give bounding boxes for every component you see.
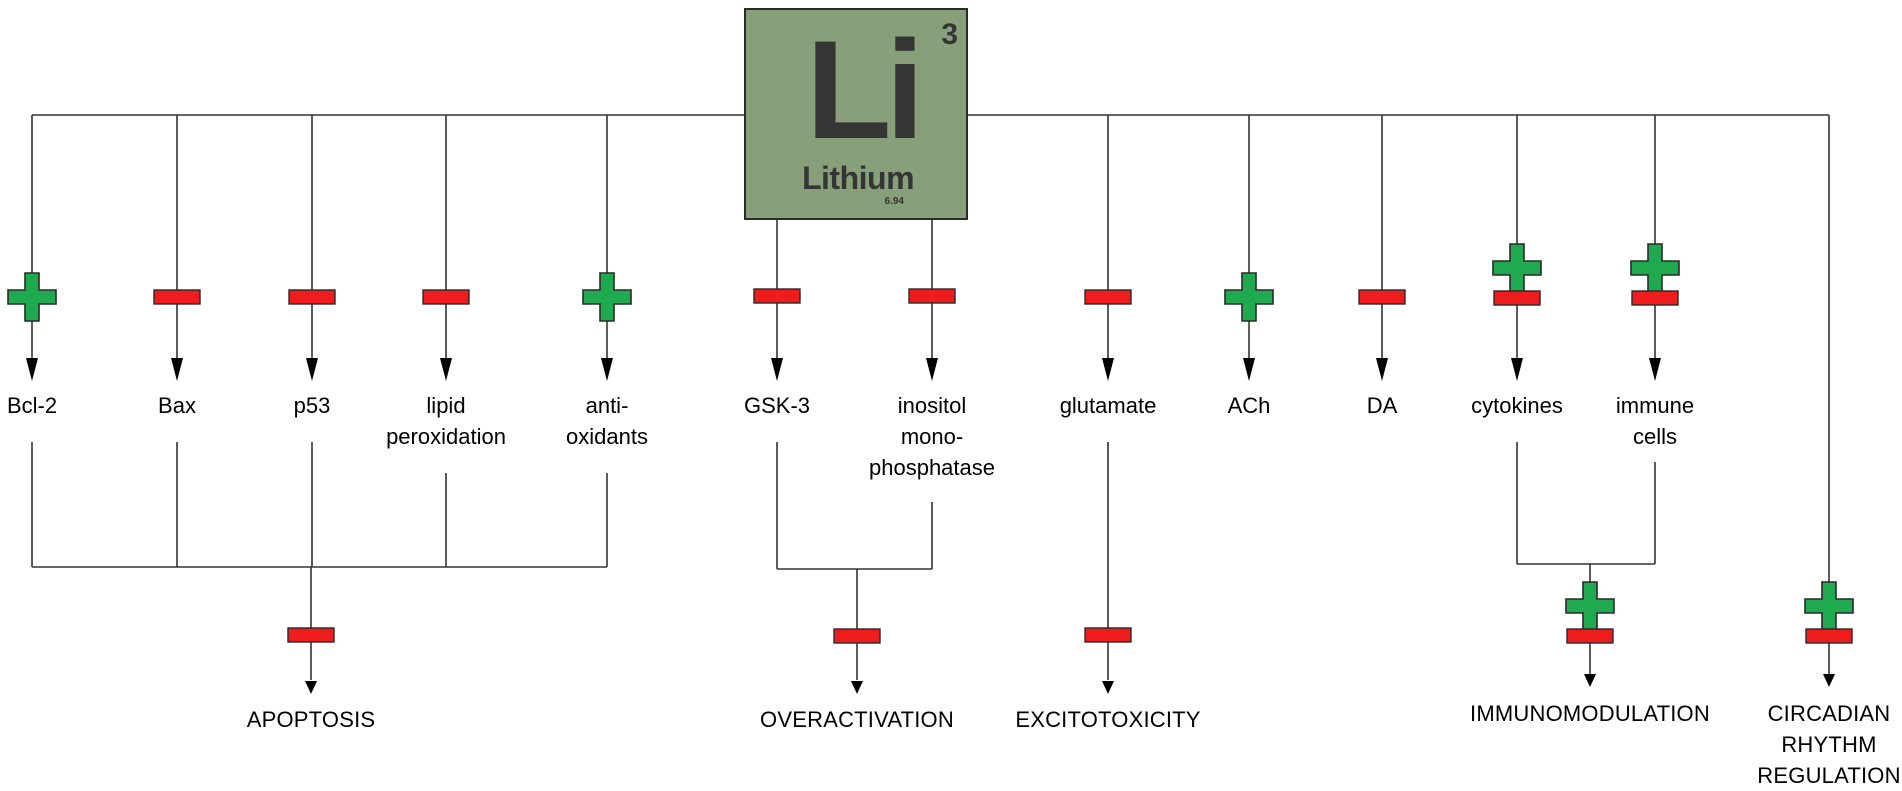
effect-bcl2-increase [7,272,57,322]
arrowhead-overactivation [851,681,863,694]
arrowhead-apoptosis [305,681,317,694]
target-label-inositol-monophosphatase: inositol mono- phosphatase [869,393,995,480]
target-label-bax: Bax [158,393,196,418]
atomic-number: 3 [941,18,958,51]
element-name: Lithium [801,160,915,196]
effect-immunomodulation-increase [1565,581,1615,631]
arrowhead-p53 [306,358,318,381]
target-label-lipid-peroxidation: lipid peroxidation [386,393,506,449]
effect-inositol-decrease [908,288,956,304]
effect-overactivation-decrease [833,628,881,644]
target-label-p53: p53 [293,393,331,418]
effect-lipid-decrease [422,289,470,305]
arrowhead-glutamate [1102,358,1114,381]
effect-immunomodulation-decrease [1566,628,1614,644]
target-label-gsk3: GSK-3 [743,393,811,418]
arrowhead-ach [1243,358,1255,381]
target-label-immune-cells: immune cells [1615,393,1695,449]
effect-da-decrease [1358,289,1406,305]
effect-antioxidants-increase [582,272,632,322]
outcome-label-circadian-rhythm-regulation: CIRCADIAN RHYTHM REGULATION [1757,701,1901,788]
arrowhead-da [1376,358,1388,381]
effect-glutamate-decrease [1084,289,1132,305]
outcome-label-overactivation: OVERACTIVATION [760,707,954,732]
atomic-mass: 6.94 [884,196,904,207]
effect-cytokines-decrease [1493,290,1541,306]
target-label-da: DA [1366,393,1398,418]
effect-circadian-decrease [1805,628,1853,644]
effect-p53-decrease [288,289,336,305]
outcome-label-apoptosis: APOPTOSIS [246,707,376,732]
effect-apoptosis-decrease [287,627,335,643]
arrowhead-excitotoxicity [1102,681,1114,694]
effect-excitotoxicity-decrease [1084,627,1132,643]
effect-gsk3-decrease [753,288,801,304]
arrowhead-cytokines [1511,358,1523,381]
target-label-ach: ACh [1227,393,1271,418]
effect-cytokines-increase [1492,243,1542,293]
arrowhead-bax [171,358,183,381]
arrowhead-immune_cells [1649,358,1661,381]
target-label-glutamate: glutamate [1059,393,1157,418]
outcome-label-immunomodulation: IMMUNOMODULATION [1470,701,1710,726]
arrowhead-circadian [1823,674,1835,687]
effect-immune_cells-decrease [1631,290,1679,306]
target-label-antioxidants: anti- oxidants [566,393,648,449]
effect-bax-decrease [153,289,201,305]
arrowhead-bcl2 [26,358,38,381]
arrowhead-lipid [440,358,452,381]
effect-ach-increase [1224,272,1274,322]
target-label-bcl2: Bcl-2 [6,393,58,418]
lithium-element-tile: Li 3 Lithium 6.94 [744,8,968,220]
arrowhead-immunomodulation [1584,674,1596,687]
effect-immune_cells-increase [1630,243,1680,293]
outcome-label-excitotoxicity: EXCITOTOXICITY [1015,707,1201,732]
target-label-cytokines: cytokines [1471,393,1563,418]
arrowhead-antioxidants [601,358,613,381]
effect-circadian-increase [1804,581,1854,631]
arrowhead-inositol [926,358,938,381]
arrowhead-gsk3 [771,358,783,381]
element-symbol: Li [806,11,924,168]
